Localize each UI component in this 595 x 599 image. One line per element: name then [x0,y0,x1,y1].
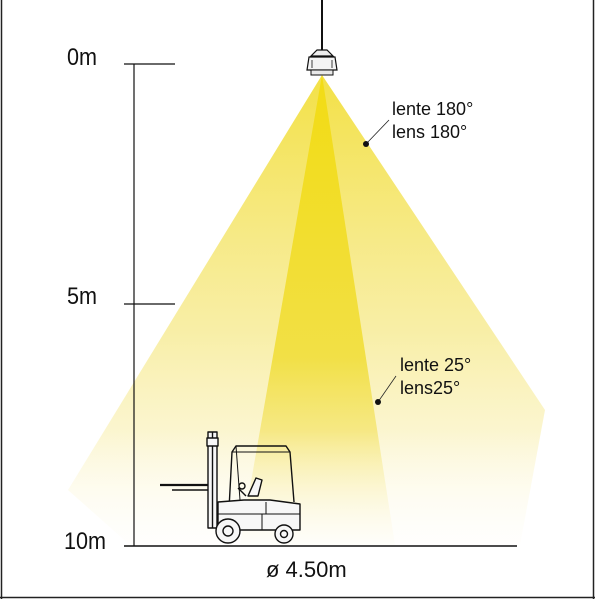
scale-label-bottom: 10m [64,528,107,555]
forklift-icon [160,431,301,544]
lens-25-label-en: lens25° [400,378,461,398]
height-scale [124,63,175,546]
leader-wide [363,119,390,147]
scale-label-top: 0m [67,44,98,71]
diameter-label: ø 4.50m [266,557,347,582]
lens-25-label: lente 25° lens25° [400,354,471,400]
lamp-icon [306,0,338,76]
leader-narrow [375,375,397,405]
beam-narrow-25 [240,75,395,545]
lens-180-label-it: lente 180° [392,99,474,119]
scale-label-middle: 5m [67,283,98,310]
lens-180-label: lente 180° lens 180° [392,98,473,144]
floor-fade [60,430,550,546]
lens-25-label-it: lente 25° [400,355,472,375]
lens-180-label-en: lens 180° [392,122,468,142]
